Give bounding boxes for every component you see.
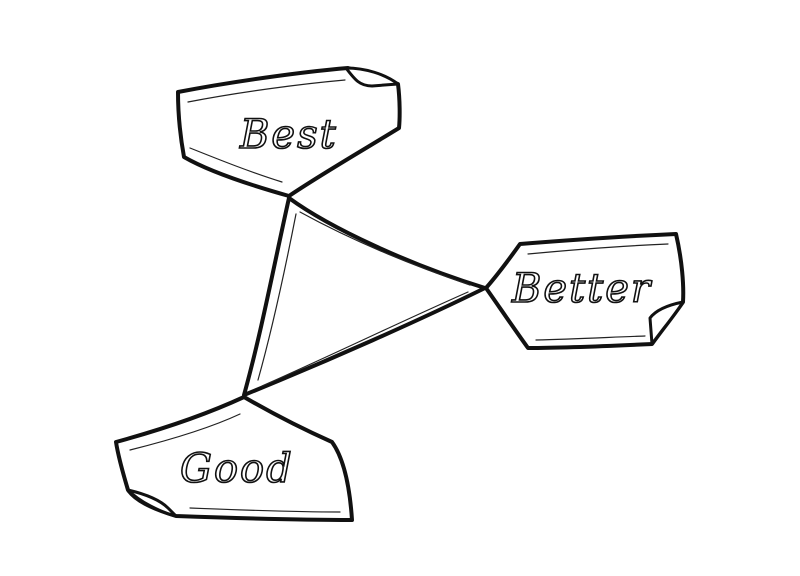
label-better-outline: Better [511,266,653,312]
label-best: Best [239,112,338,158]
central-triangle [242,196,487,397]
tag-best: Best Best [176,66,402,198]
label-better: Better [511,266,653,312]
label-good-outline: Good [180,446,294,492]
tag-better: Better Better [484,232,686,350]
label-good: Good [180,446,294,492]
tag-good: Good Good [114,395,354,522]
label-best-outline: Best [239,112,338,158]
